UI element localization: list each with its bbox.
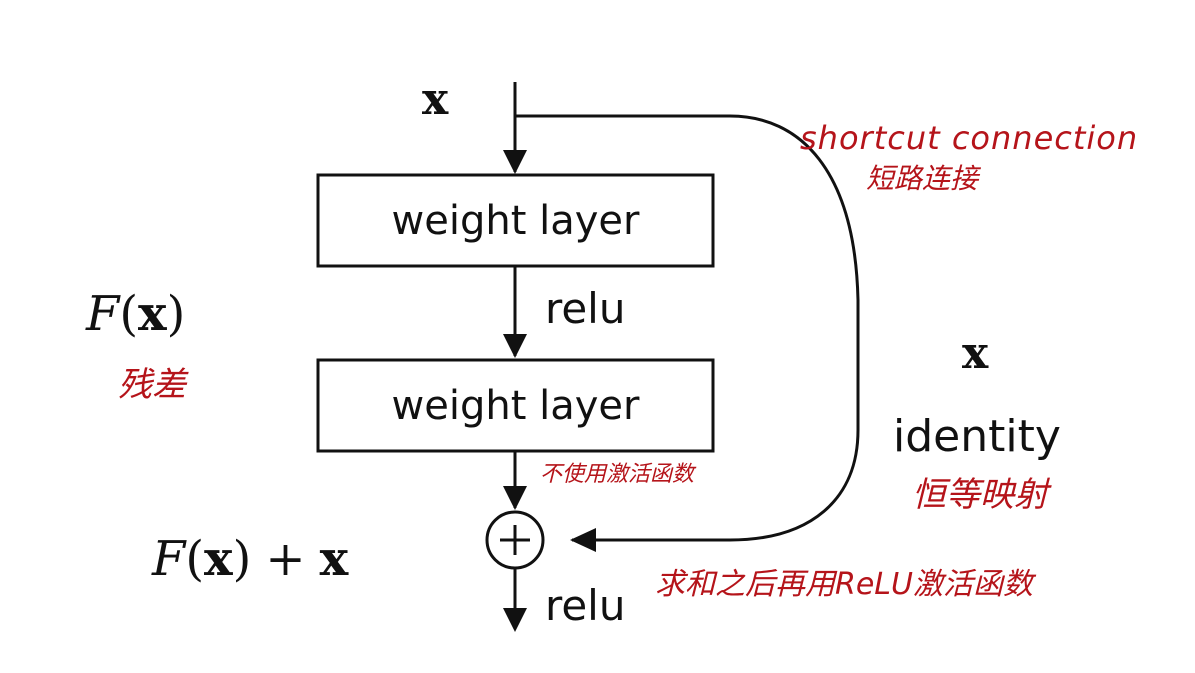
shortcut-annotation-cn: 短路连接 <box>866 162 979 195</box>
identity-annotation-cn: 恒等映射 <box>912 475 1048 515</box>
weight-layer-1-box <box>316 173 715 268</box>
identity-x-label: x <box>962 328 989 379</box>
sum-open-paren: ( <box>185 531 205 587</box>
sum-func-symbol: F <box>152 531 186 587</box>
input-x-label: x <box>422 74 449 125</box>
residual-func-symbol: F <box>86 286 120 342</box>
sum-plus: + <box>265 531 306 587</box>
residual-annotation-cn: 残差 <box>118 365 186 405</box>
weight-layer-2-label: weight layer <box>391 382 640 429</box>
output-arrowhead <box>503 608 527 632</box>
shortcut-arrowhead <box>570 528 596 552</box>
relu-out-label: relu <box>545 581 626 630</box>
residual-close-paren: ) <box>166 286 186 342</box>
residual-arg: x <box>138 286 167 342</box>
relu-mid-label: relu <box>545 284 626 333</box>
weight-layer-2-box <box>316 358 715 453</box>
residual-open-paren: ( <box>119 286 139 342</box>
sum-relu-annotation-cn: 求和之后再用ReLU激活函数 <box>655 567 1033 602</box>
sum-expression-label: F(x)+x <box>152 535 348 583</box>
shortcut-annotation-en: shortcut connection <box>800 119 1139 157</box>
to-sum-arrowhead <box>503 486 527 510</box>
no-activation-annotation-cn: 不使用激活函数 <box>540 462 695 487</box>
shortcut-curve <box>515 114 860 542</box>
identity-label: identity <box>893 411 1061 462</box>
residual-function-label: F(x) <box>86 290 185 338</box>
sum-term: x <box>319 531 349 587</box>
input-arrowhead <box>503 150 527 174</box>
weight-layer-1-label: weight layer <box>391 197 640 244</box>
sum-arg: x <box>204 531 233 587</box>
relu-arrowhead <box>503 334 527 358</box>
sum-close-paren: ) <box>232 531 252 587</box>
